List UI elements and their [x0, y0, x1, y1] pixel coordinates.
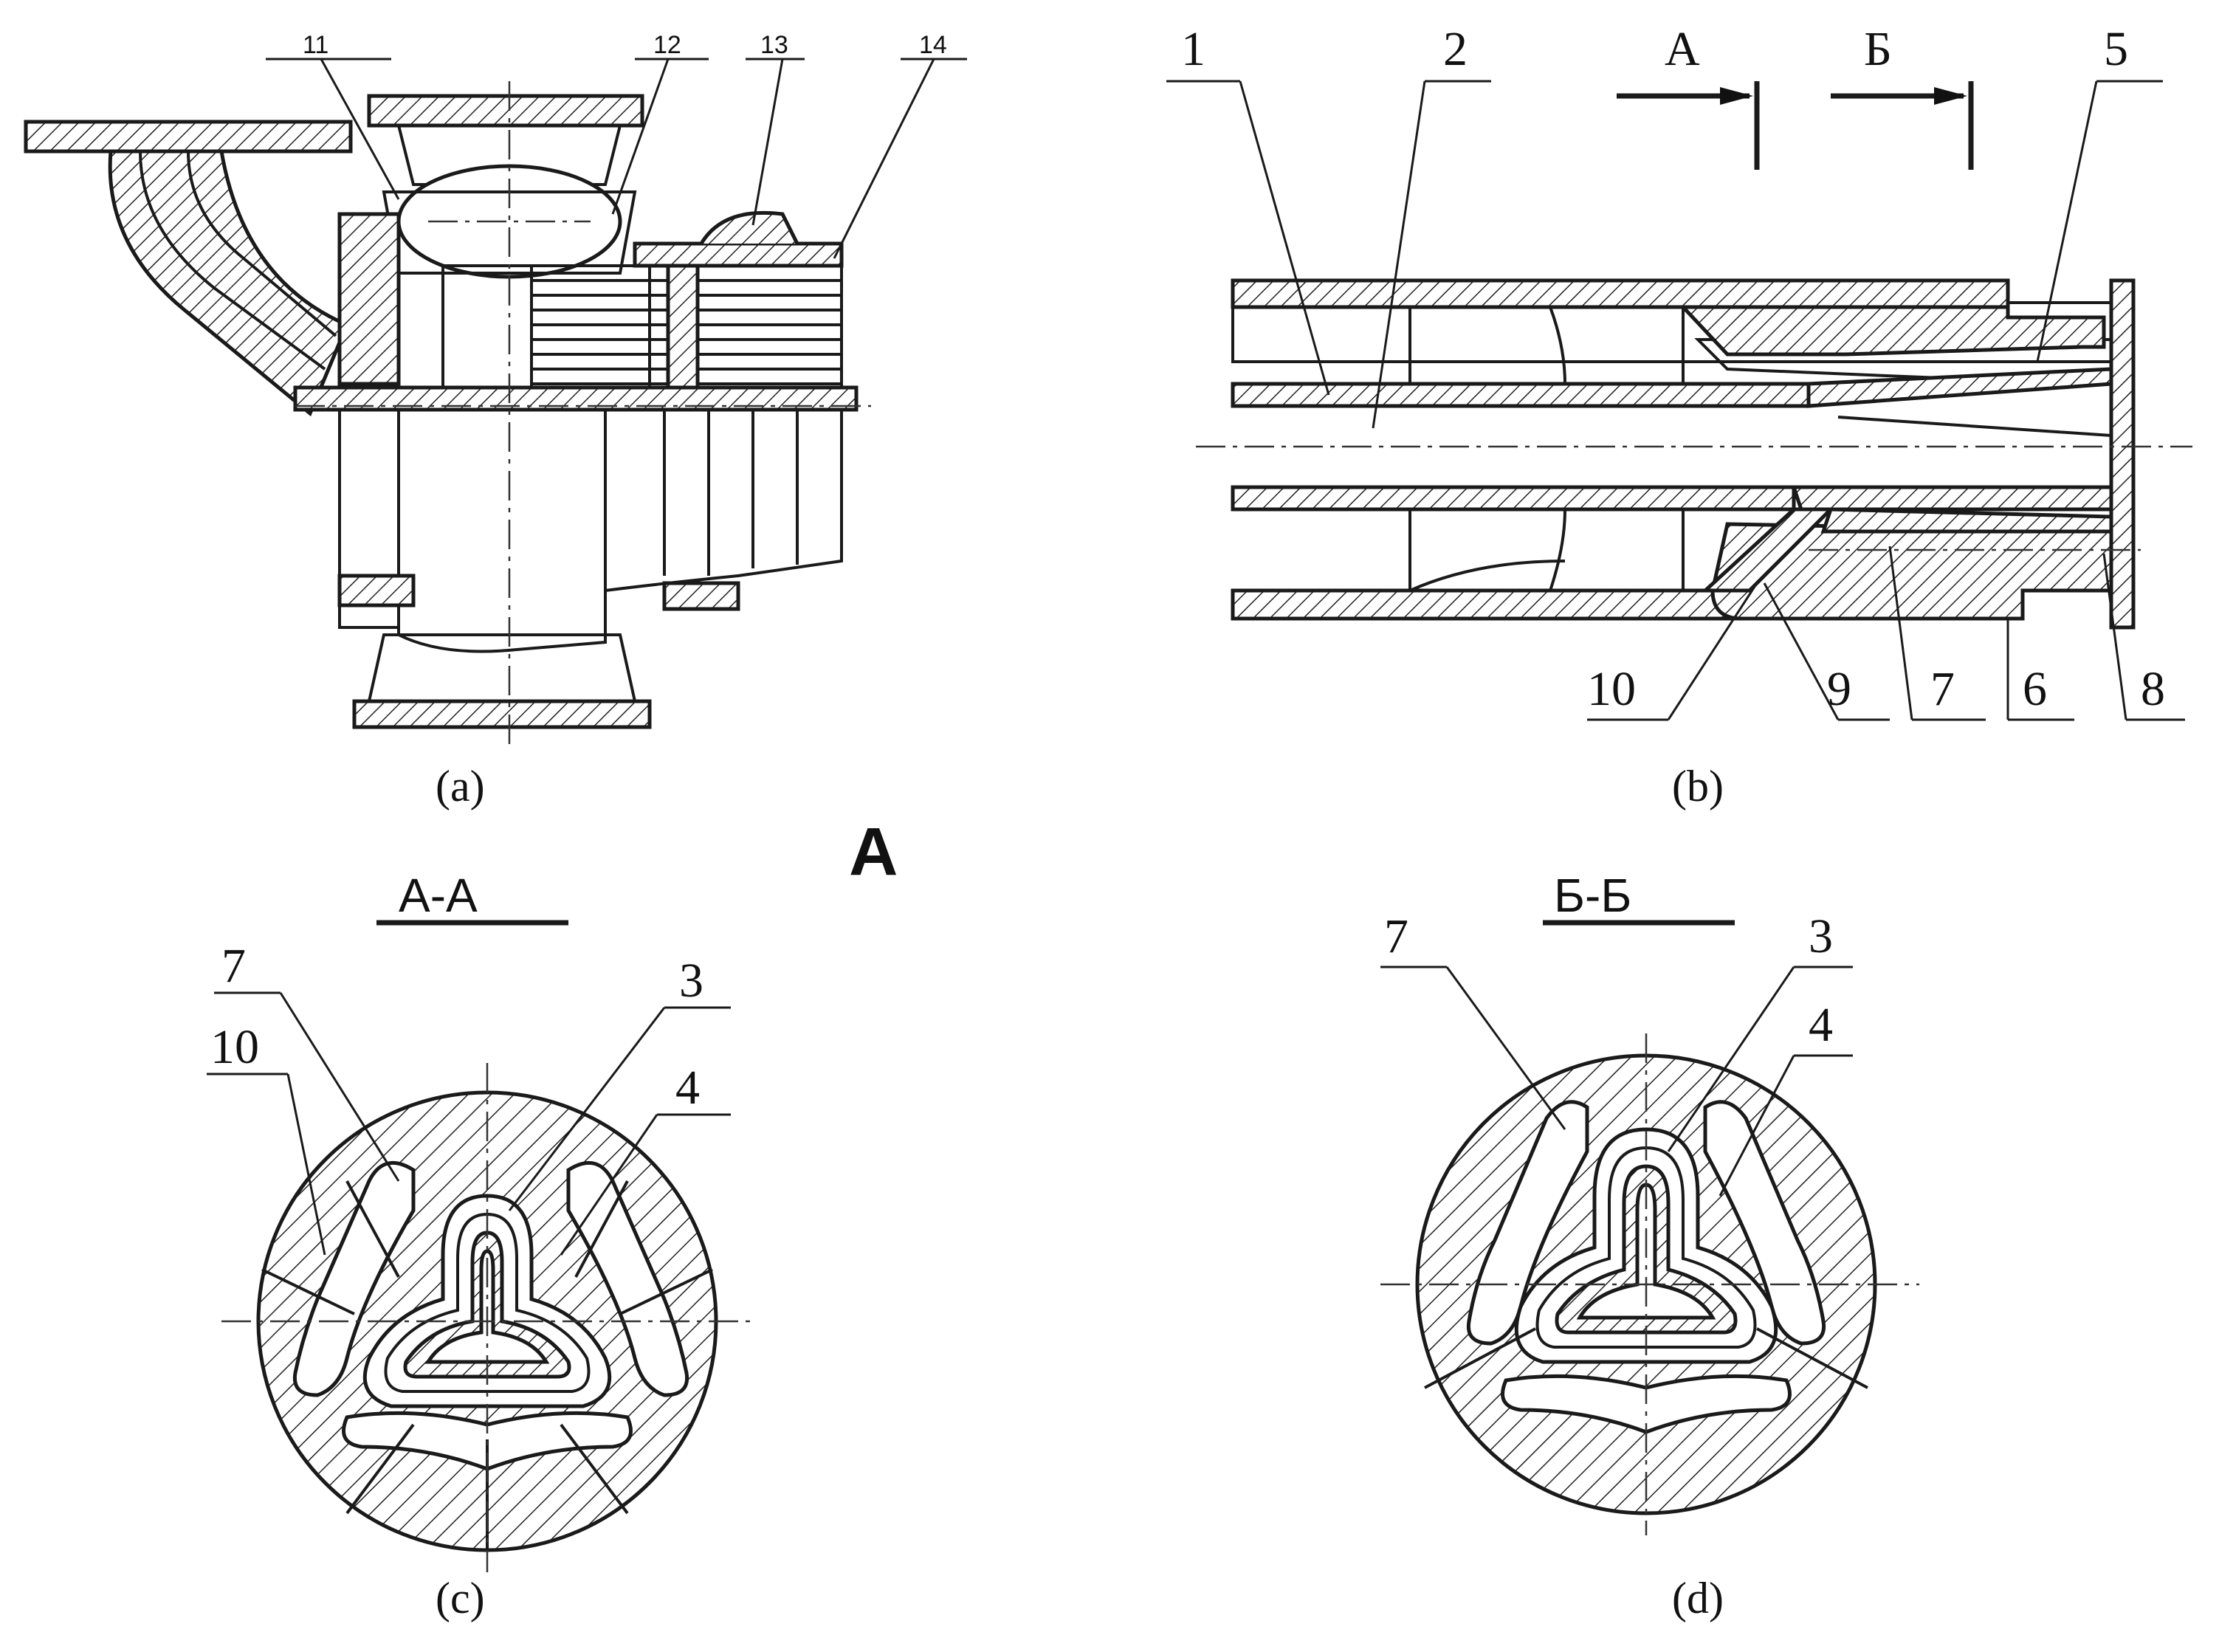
section-title-d: Б-Б [1554, 869, 1631, 922]
inner-tube-bottom [1231, 485, 1796, 512]
callout-d-7: 7 [1384, 909, 1408, 963]
slot-d-bottom [1501, 1374, 1792, 1434]
bottom-flange [352, 699, 652, 729]
caption-a: (a) [436, 762, 485, 810]
callout-d-4: 4 [1809, 998, 1833, 1052]
callout-b-8: 8 [2141, 662, 2165, 716]
callout-b-6: 6 [2023, 662, 2047, 716]
callout-b-2: 2 [1443, 22, 1468, 76]
caption-c: (c) [436, 1574, 485, 1622]
end-flange [2109, 278, 2136, 630]
top-flange [367, 94, 644, 128]
panel-c-drawing [207, 920, 753, 1572]
panel-a-drawing [24, 58, 967, 746]
section-title-c: А-А [399, 869, 478, 922]
callout-b-9: 9 [1827, 662, 1851, 716]
caption-d: (d) [1672, 1574, 1724, 1622]
callout-a-12: 12 [653, 31, 681, 59]
callout-b-10: 10 [1587, 662, 1636, 716]
callout-d-3: 3 [1809, 909, 1833, 963]
callout-b-7: 7 [1930, 662, 1955, 716]
slot-left [292, 1160, 416, 1397]
inner-tube-top [1231, 382, 1811, 408]
callout-b-5: 5 [2104, 22, 2128, 76]
inlet-flange [24, 120, 353, 154]
callout-a-13: 13 [760, 31, 788, 59]
callout-c-7: 7 [221, 939, 246, 993]
callout-c-3: 3 [679, 954, 703, 1008]
view-marker: A [849, 814, 898, 889]
callout-b-1: 1 [1181, 22, 1205, 76]
callout-a-11: 11 [303, 31, 328, 59]
callout-a-14: 14 [919, 31, 947, 59]
cut-mark-b-label: Б [1864, 22, 1892, 76]
slot-d-right [1703, 1100, 1826, 1346]
cut-mark-a-label: А [1665, 22, 1700, 76]
panel-b-drawing [1166, 80, 2192, 721]
callout-c-10: 10 [210, 1020, 259, 1074]
callout-c-4: 4 [675, 1061, 700, 1115]
plate-stack [530, 264, 843, 393]
slot-d-left [1466, 1100, 1589, 1346]
top-boss [699, 210, 799, 245]
panel-d-drawing [1380, 920, 1919, 1535]
caption-b: (b) [1672, 762, 1724, 810]
